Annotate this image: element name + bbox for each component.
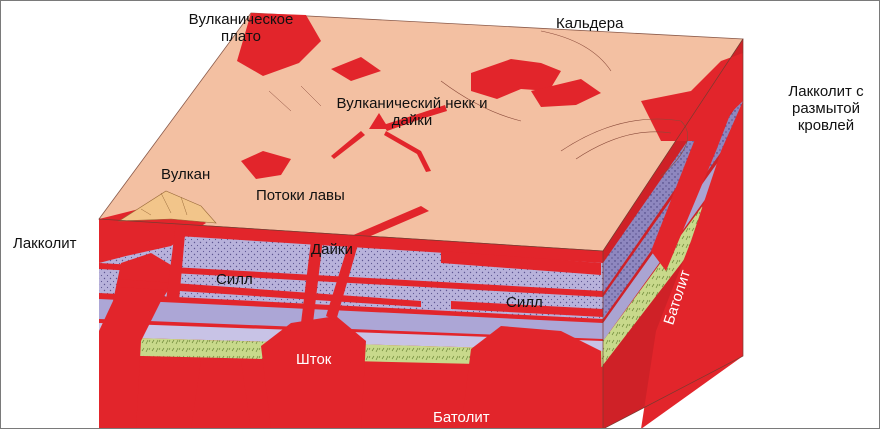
label-laccolith-eroded: Лакколит с размытой кровлей [771,83,880,134]
label-batholith-front: Батолит [433,409,490,426]
label-sill-left: Силл [216,271,253,288]
label-volcanic-plateau: Вулканическое плато [171,11,311,45]
label-lava-flows: Потоки лавы [256,187,345,204]
label-caldera: Кальдера [556,15,623,32]
label-laccolith: Лакколит [13,235,77,252]
label-volcano: Вулкан [161,166,210,183]
label-sill-right: Силл [506,294,543,311]
label-stock: Шток [296,351,331,368]
label-dikes: Дайки [311,241,353,258]
label-volcanic-neck: Вулканический некк и дайки [319,95,505,129]
